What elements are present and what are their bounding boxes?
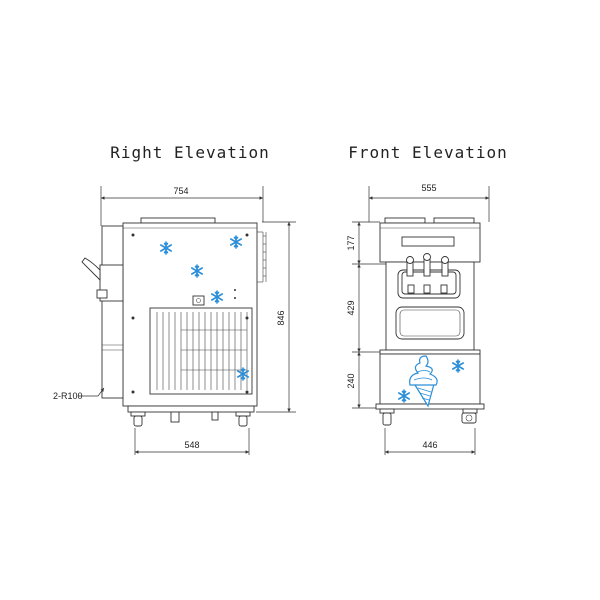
dim-front-low: 240	[346, 373, 356, 388]
ice-cream-cone-icon	[409, 355, 438, 408]
front-elevation-title: Front Elevation	[348, 143, 508, 162]
right-elevation-title: Right Elevation	[110, 143, 270, 162]
front-elevation-view: 555 177 429 240	[346, 183, 490, 455]
caster-right	[235, 411, 251, 427]
power-switch	[192, 295, 205, 306]
radius-note: 2-R100	[53, 391, 83, 401]
dim-front-top: 177	[346, 235, 356, 250]
dim-front-width: 555	[421, 183, 436, 193]
dim-right-height: 846	[276, 310, 286, 325]
caster-left	[130, 411, 146, 427]
right-elevation-view: 754 846 2-R100	[53, 186, 296, 455]
vent-grille	[149, 307, 253, 395]
dispense-handle	[81, 257, 101, 282]
drip-tray-window	[395, 306, 465, 340]
control-panel	[401, 236, 455, 247]
dim-right-base: 548	[184, 440, 199, 450]
side-vent	[257, 231, 267, 283]
caster-front-left	[379, 408, 395, 426]
dim-front-base: 446	[422, 440, 437, 450]
dim-front-mid: 429	[346, 300, 356, 315]
dispensing-head	[397, 253, 461, 299]
dim-right-width: 754	[173, 186, 188, 196]
caster-front-right	[461, 408, 478, 424]
